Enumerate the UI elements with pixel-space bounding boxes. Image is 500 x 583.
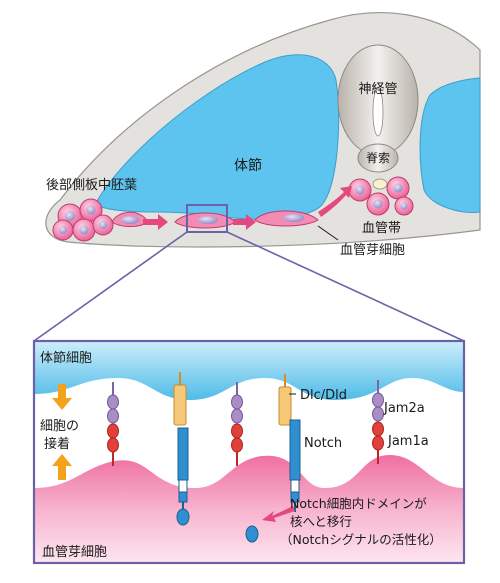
neural-tube-label: 神経管: [358, 82, 397, 97]
dlc-label: Dlc/Dld: [300, 388, 347, 403]
detail-panel: 体節細胞 血管芽細胞 細胞の 接着 Dlc/Dld Notch Jam2a Ja…: [32, 339, 466, 565]
angioblast-label: 血管芽細胞: [340, 243, 405, 258]
notch-label: Notch: [304, 436, 342, 451]
nicd-fragment: [245, 525, 259, 543]
somite-region: [34, 341, 464, 400]
angioblast-leader: [317, 225, 339, 241]
adhesion-label-1: 細胞の: [40, 419, 79, 434]
jam1a-label: Jam1a: [387, 434, 429, 449]
dorsal-aorta-cells: [348, 176, 414, 216]
dlc-ligand-1: [173, 372, 187, 426]
migration-arrows: [143, 186, 352, 230]
migrating-angioblasts: [111, 210, 319, 229]
jam-pair-2: [231, 382, 243, 466]
jam-pair-1: [107, 382, 119, 466]
jam2a-label: Jam2a: [383, 401, 425, 416]
zoom-box: [186, 204, 228, 233]
dlc-ligand-2: [278, 374, 292, 426]
nicd-label-1: Notch細胞内ドメインが: [290, 496, 427, 511]
notochord-shape: [357, 143, 399, 173]
notochord-small: [372, 178, 388, 190]
embryo-section: 神経管 脊索 体節 後部側板中胚葉 血管帯 血管芽細胞: [45, 12, 481, 258]
somite-label: 体節: [234, 157, 262, 174]
jam-pair-3: [372, 380, 384, 464]
notochord-label: 脊索: [366, 151, 390, 165]
somite-cell-label: 体節細胞: [40, 351, 92, 366]
notch-receptor-2: [289, 419, 301, 512]
zoom-line-left: [33, 231, 188, 342]
adhesion-label-2: 接着: [44, 436, 70, 452]
dorsal-aorta-label: 血管帯: [362, 221, 401, 236]
adhesion-arrows: [52, 384, 72, 480]
notch-receptor-1: [176, 427, 190, 526]
nicd-label-3: （Notchシグナルの活性化）: [280, 532, 442, 547]
lateral-mesoderm-cells: [52, 198, 114, 242]
zoom-line-right: [226, 231, 465, 342]
nicd-arrow: [262, 506, 295, 522]
angioblast-region: [34, 455, 464, 563]
neural-tube-lumen: [372, 87, 384, 137]
somite-right-shape: [419, 77, 481, 214]
detail-frame: [32, 339, 466, 565]
angioblast-cell-label: 血管芽細胞: [42, 545, 107, 560]
nicd-label-2: 核へと移行: [290, 514, 352, 529]
lateral-mesoderm-label: 後部側板中胚葉: [46, 178, 137, 193]
